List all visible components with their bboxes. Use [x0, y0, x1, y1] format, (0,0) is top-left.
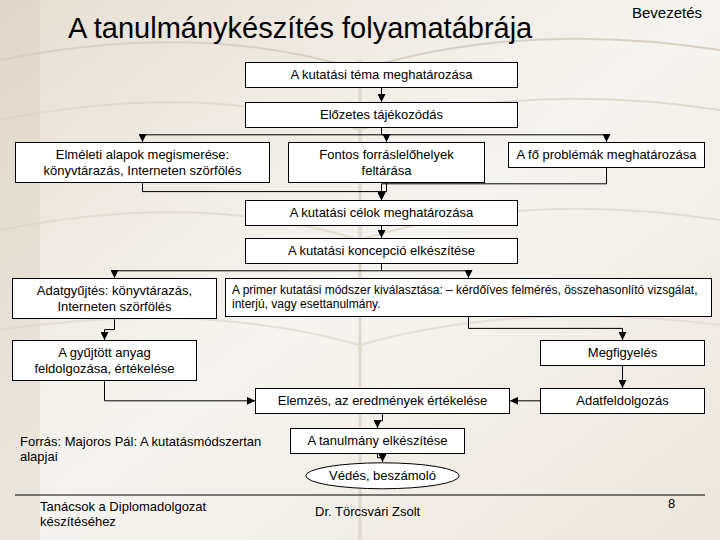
process-box: Előzetes tájékozódás — [245, 102, 518, 128]
process-box: Adatgyűjtés: könyvtárazás, Interneten sz… — [12, 278, 217, 319]
flow-arrow — [469, 317, 623, 340]
box-text: Fontos forráslelőhelyek feltárása — [295, 147, 478, 178]
flow-arrow — [381, 88, 382, 102]
flow-arrow — [382, 264, 469, 278]
flow-arrow — [622, 366, 623, 388]
box-text: Elméleti alapok megismerése: könyvtárazá… — [22, 147, 263, 178]
flow-arrow — [105, 319, 115, 340]
process-box: Fontos forráslelőhelyek feltárása — [288, 142, 485, 183]
box-text: Adatgyűjtés: könyvtárazás, Interneten sz… — [19, 283, 210, 314]
section-label: Bevezetés — [632, 4, 716, 21]
process-box: Elméleti alapok megismerése: könyvtárazá… — [15, 142, 270, 183]
box-text: A kutatási célok meghatározása — [252, 205, 511, 221]
box-text: A kutatási koncepció elkészítése — [252, 243, 511, 259]
process-box: A kutatási célok meghatározása — [245, 200, 518, 226]
box-text: A kutatási téma meghatározása — [252, 67, 511, 83]
terminal-ellipse: Védés, beszámoló — [305, 462, 460, 490]
box-text: A tanulmány elkészítése — [297, 433, 458, 449]
box-text: Védés, beszámoló — [315, 468, 450, 484]
process-box: Elemzés, az eredmények értékelése — [255, 388, 510, 414]
box-text: Elemzés, az eredmények értékelése — [262, 393, 503, 409]
process-box: A kutatási koncepció elkészítése — [245, 238, 518, 264]
page-number: 8 — [668, 497, 698, 512]
flow-arrow — [143, 183, 382, 200]
process-box: A fő problémák meghatározása — [508, 142, 705, 168]
box-text: Megfigyelés — [547, 345, 698, 361]
footer-text: Tanácsok a Diplomadolgozat készítéséhez — [40, 500, 240, 530]
page-curve — [0, 99, 720, 130]
flow-arrow — [143, 128, 382, 142]
flow-arrow — [381, 226, 382, 238]
flow-arrow — [382, 128, 607, 142]
box-text: A primer kutatási módszer kiválasztása: … — [232, 283, 705, 312]
footer-rule — [15, 495, 705, 496]
flow-arrow — [382, 183, 387, 200]
process-box: A tanulmány elkészítése — [290, 428, 465, 454]
box-text: Adatfeldolgozás — [547, 393, 698, 409]
box-text: A gyűjtött anyag feldolgozása, értékelés… — [19, 345, 190, 376]
flow-arrow — [378, 454, 383, 462]
process-box: A kutatási téma meghatározása — [245, 62, 518, 88]
flow-arrow — [105, 381, 256, 401]
source-note: Forrás: Majoros Pál: A kutatásmódszertan… — [20, 435, 282, 465]
box-text: Előzetes tájékozódás — [252, 107, 511, 123]
process-box: A primer kutatási módszer kiválasztása: … — [225, 278, 712, 317]
process-box: A gyűjtött anyag feldolgozása, értékelés… — [12, 340, 197, 381]
flow-arrow — [115, 264, 382, 278]
process-box: Adatfeldolgozás — [540, 388, 705, 414]
author-name: Dr. Törcsvári Zsolt — [315, 505, 515, 520]
box-text: A fő problémák meghatározása — [515, 147, 698, 163]
process-box: Megfigyelés — [540, 340, 705, 366]
slide-title: A tanulmánykészítés folyamatábrája — [68, 12, 532, 45]
flow-arrow — [378, 414, 383, 428]
flow-arrow — [510, 400, 540, 401]
